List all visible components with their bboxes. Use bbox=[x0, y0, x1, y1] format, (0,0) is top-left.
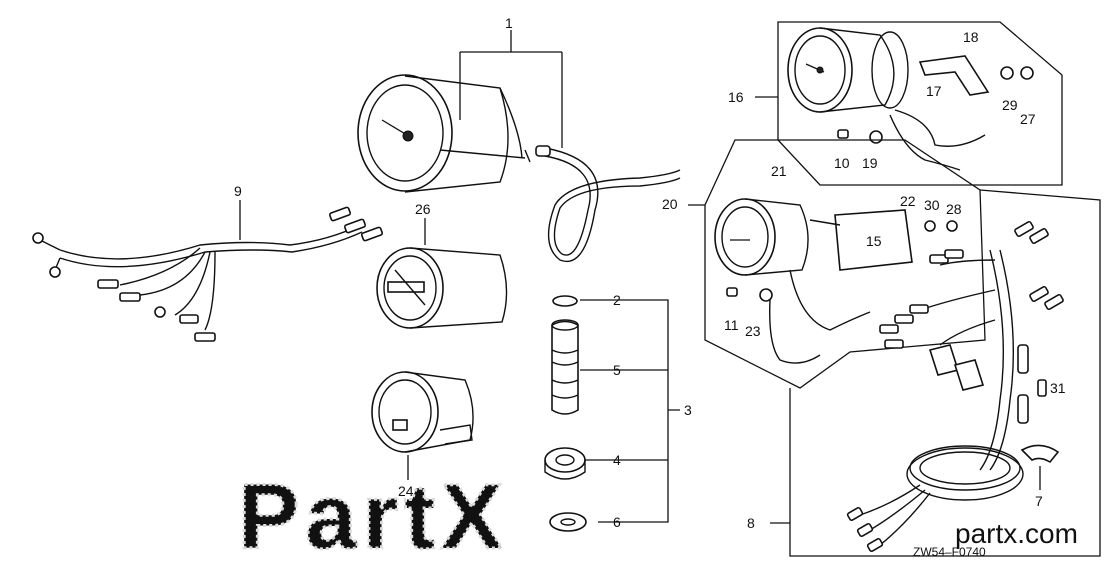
part-1-tachometer[interactable] bbox=[357, 30, 681, 263]
callout-30: 30 bbox=[924, 197, 940, 213]
callout-23: 23 bbox=[745, 323, 761, 339]
site-watermark: partx.com bbox=[955, 518, 1078, 549]
callout-5: 5 bbox=[613, 362, 621, 378]
diagram-code: ZW54–F0740 bbox=[913, 545, 986, 559]
callout-10: 10 bbox=[834, 155, 850, 171]
part-26-hour-meter[interactable] bbox=[376, 218, 508, 329]
callout-17: 17 bbox=[926, 83, 942, 99]
callout-19: 19 bbox=[862, 155, 878, 171]
part-24-trim-meter[interactable] bbox=[371, 371, 474, 480]
callout-24: 24 bbox=[398, 483, 414, 499]
callout-9: 9 bbox=[234, 183, 242, 199]
callout-27: 27 bbox=[1020, 111, 1036, 127]
callout-2: 2 bbox=[613, 292, 621, 308]
callout-6: 6 bbox=[613, 514, 621, 530]
part-9-wiring-harness[interactable] bbox=[32, 200, 384, 342]
callout-4: 4 bbox=[613, 452, 621, 468]
callout-8: 8 bbox=[747, 515, 755, 531]
callout-1: 1 bbox=[505, 15, 513, 31]
callout-22: 22 bbox=[900, 193, 916, 209]
watermark: PartX bbox=[238, 466, 508, 568]
callout-18: 18 bbox=[963, 29, 979, 45]
callout-3: 3 bbox=[684, 402, 692, 418]
callout-11: 11 bbox=[724, 317, 739, 333]
callout-28: 28 bbox=[946, 201, 962, 217]
callout-31: 31 bbox=[1050, 380, 1066, 396]
part-3-cable-kit[interactable] bbox=[544, 295, 680, 532]
callout-21: 21 bbox=[771, 163, 787, 179]
part-20-kit[interactable] bbox=[688, 139, 986, 389]
callout-26: 26 bbox=[415, 201, 431, 217]
callout-16: 16 bbox=[728, 89, 744, 105]
part-8-main-harness[interactable] bbox=[770, 189, 1101, 557]
callout-7: 7 bbox=[1035, 493, 1043, 509]
callout-20: 20 bbox=[662, 196, 678, 212]
callout-29: 29 bbox=[1002, 97, 1018, 113]
callout-15: 15 bbox=[866, 233, 882, 249]
